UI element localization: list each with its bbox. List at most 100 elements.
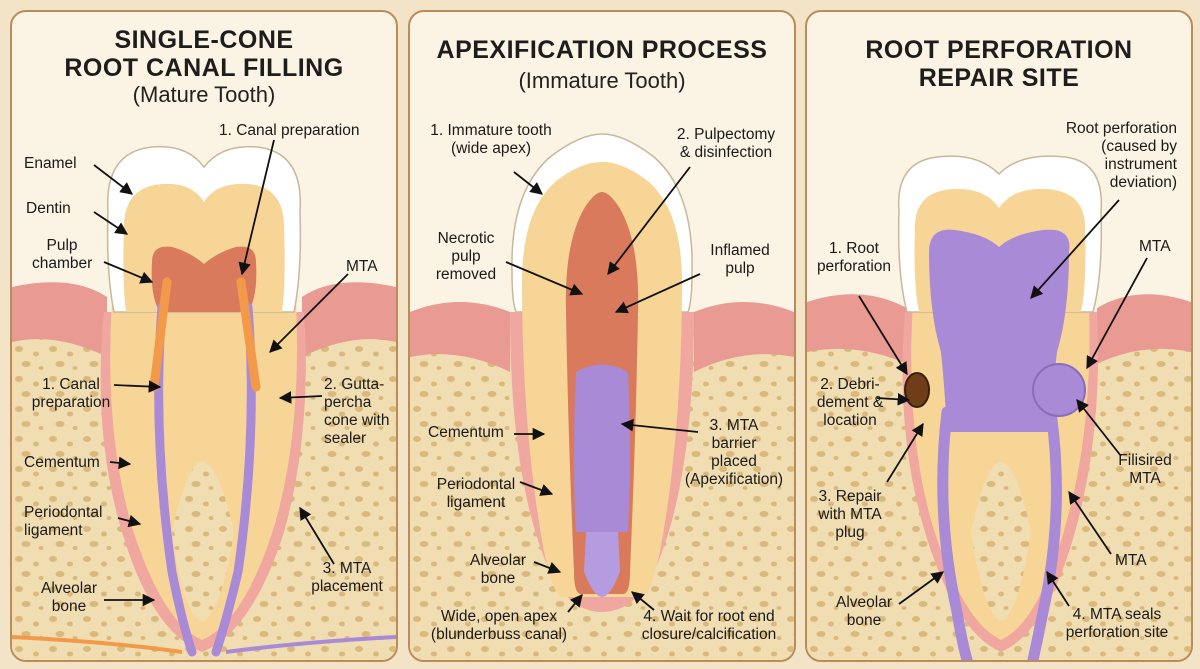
panel-2-title: APEXIFICATION PROCESS	[436, 36, 768, 64]
label-alveolar-bone: Alveolar bone	[34, 580, 104, 616]
label-gutta-percha: 2. Gutta- percha cone with sealer	[324, 376, 389, 448]
gum-left	[410, 302, 510, 372]
label-gutta-percha-line-1: 2. Gutta-	[324, 376, 385, 393]
apical-line-left	[12, 635, 183, 654]
label-root-perforation-caption-line-1: Root perforation	[1065, 120, 1177, 137]
label-mta-seals-line-2: perforation site	[1065, 624, 1169, 641]
panel-single-cone: SINGLE-CONE ROOT CANAL FILLING (Mature T…	[10, 10, 398, 662]
label-periodontal-ligament-line-2: ligament	[446, 494, 506, 511]
label-mta-seals-line-1: 4. MTA seals	[1072, 606, 1162, 623]
label-root-perforation-caption-line-3: instrument	[1104, 156, 1177, 173]
label-alveolar-bone-line-2: bone	[846, 612, 882, 629]
label-pulp-chamber-line-2: chamber	[32, 255, 93, 272]
label-mta-barrier: 3. MTA barrier placed (Apexification)	[676, 417, 792, 489]
label-repair-mta-plug-line-3: plug	[835, 524, 865, 541]
label-mta-seals: 4. MTA seals perforation site	[1053, 606, 1181, 642]
label-mta-placement: 3. MTA placement	[307, 560, 387, 596]
label-root-perforation-line-2: perforation	[816, 258, 892, 275]
label-root-perforation-caption-line-2: (caused by	[1101, 138, 1177, 155]
label-wait-root-closure: 4. Wait for root end closure/calcificati…	[628, 608, 790, 644]
label-inflamed-pulp-line-2: pulp	[725, 260, 755, 277]
label-immature-tooth: 1. Immature tooth (wide apex)	[416, 122, 566, 158]
label-pulpectomy-line-1: 2. Pulpectomy	[676, 126, 776, 143]
label-repair-mta-plug-line-1: 3. Repair	[818, 488, 882, 505]
gutta-percha-cone-right	[236, 277, 261, 392]
label-mta-bottom: MTA	[1115, 552, 1147, 569]
label-wide-open-apex-line-1: Wide, open apex	[440, 608, 558, 625]
label-canal-preparation-top: 1. Canal preparation	[219, 122, 360, 139]
label-gutta-percha-line-2: percha	[324, 394, 372, 411]
panel-3-title: ROOT PERFORATION REPAIR SITE	[807, 36, 1191, 92]
panel-1-subtitle: (Mature Tooth)	[132, 82, 276, 107]
label-alveolar-bone-line-1: Alveolar	[836, 594, 892, 611]
label-mta-barrier-line-4: (Apexification)	[684, 471, 784, 488]
label-necrotic-pulp-line-1: Necrotic	[437, 230, 495, 247]
label-root-perforation: 1. Root perforation	[811, 240, 897, 276]
label-canal-preparation-left-line-2: preparation	[31, 394, 111, 411]
label-debridement: 2. Debri- dement & location	[813, 376, 887, 430]
label-wait-root-closure-line-1: 4. Wait for root end	[643, 608, 775, 625]
label-repair-mta-plug: 3. Repair with MTA plug	[813, 488, 887, 542]
label-debridement-line-1: 2. Debri-	[820, 376, 880, 393]
label-necrotic-pulp-line-3: removed	[435, 266, 497, 283]
label-inflamed-pulp-line-1: Inflamed	[710, 242, 770, 259]
label-alveolar-bone-line-1: Alveolar	[41, 580, 97, 597]
panel-3-title-line-1: ROOT PERFORATION	[865, 36, 1133, 64]
label-mta: MTA	[346, 258, 378, 275]
label-immature-tooth-line-2: (wide apex)	[450, 140, 532, 157]
label-gutta-percha-line-4: sealer	[324, 430, 367, 447]
label-wide-open-apex-line-2: (blunderbuss canal)	[430, 626, 568, 643]
label-mta-placement-line-1: 3. MTA	[322, 560, 372, 577]
label-alveolar-bone-line-2: bone	[480, 570, 516, 587]
label-root-perforation-caption-line-4: deviation)	[1109, 174, 1177, 191]
mta-apical	[584, 532, 620, 597]
label-pulp-chamber-line-1: Pulp	[46, 237, 78, 254]
label-filisired-mta: Filisired MTA	[1107, 452, 1183, 488]
label-periodontal-ligament-line-2: ligament	[24, 522, 83, 539]
label-pulpectomy-line-2: & disinfection	[679, 144, 773, 161]
label-pulpectomy: 2. Pulpectomy & disinfection	[665, 126, 787, 162]
mta-plug	[1032, 363, 1086, 417]
label-mta-placement-line-2: placement	[311, 578, 383, 595]
label-mta-barrier-line-2: barrier	[711, 435, 757, 452]
gutta-percha-cone-left	[149, 277, 172, 392]
label-cementum: Cementum	[428, 424, 504, 441]
label-periodontal-ligament-line-1: Periodontal	[24, 504, 103, 521]
label-filisired-mta-line-1: Filisired	[1118, 452, 1172, 469]
panel-1-title-line-1: SINGLE-CONE	[114, 26, 294, 54]
label-repair-mta-plug-line-2: with MTA	[818, 506, 882, 523]
panel-apexification: APEXIFICATION PROCESS (Immature Tooth) 1…	[408, 10, 796, 662]
label-periodontal-ligament-line-1: Periodontal	[436, 476, 516, 493]
label-mta-barrier-line-3: placed	[711, 453, 757, 470]
label-alveolar-bone: Alveolar bone	[462, 552, 534, 588]
apical-line-right	[225, 635, 396, 654]
label-filisired-mta-line-2: MTA	[1129, 470, 1161, 487]
label-pulp-chamber: Pulp chamber	[32, 237, 92, 273]
label-debridement-line-2: dement &	[816, 394, 884, 411]
label-enamel: Enamel	[24, 155, 77, 172]
label-wide-open-apex: Wide, open apex (blunderbuss canal)	[424, 608, 574, 644]
label-canal-preparation-left-line-1: 1. Canal	[42, 376, 100, 393]
panel-1-title: SINGLE-CONE ROOT CANAL FILLING	[12, 26, 396, 82]
tooth-illustration-mature	[12, 139, 396, 660]
label-inflamed-pulp: Inflamed pulp	[700, 242, 780, 278]
tooth-illustration-immature	[410, 133, 794, 660]
label-necrotic-pulp-line-2: pulp	[451, 248, 481, 265]
label-root-perforation-line-1: 1. Root	[829, 240, 879, 257]
label-necrotic-pulp: Necrotic pulp removed	[424, 230, 508, 284]
tooth-illustration-perforation	[807, 155, 1191, 660]
label-cementum: Cementum	[24, 454, 100, 471]
gum-right	[1097, 294, 1191, 364]
pulp-chamber	[151, 246, 257, 312]
label-gutta-percha-line-3: cone with	[324, 412, 390, 429]
label-wait-root-closure-line-2: closure/calcification	[641, 626, 777, 643]
label-alveolar-bone-line-1: Alveolar	[470, 552, 526, 569]
label-periodontal-ligament: Periodontal ligament	[24, 504, 102, 540]
panel-1-title-line-2: ROOT CANAL FILLING	[64, 54, 344, 82]
label-alveolar-bone: Alveolar bone	[829, 594, 899, 630]
panel-root-perforation: ROOT PERFORATION REPAIR SITE Root perfor…	[805, 10, 1193, 662]
label-debridement-line-3: location	[823, 412, 877, 429]
panel-2-subtitle: (Immature Tooth)	[518, 68, 686, 93]
label-periodontal-ligament: Periodontal ligament	[426, 476, 526, 512]
label-immature-tooth-line-1: 1. Immature tooth	[430, 122, 552, 139]
